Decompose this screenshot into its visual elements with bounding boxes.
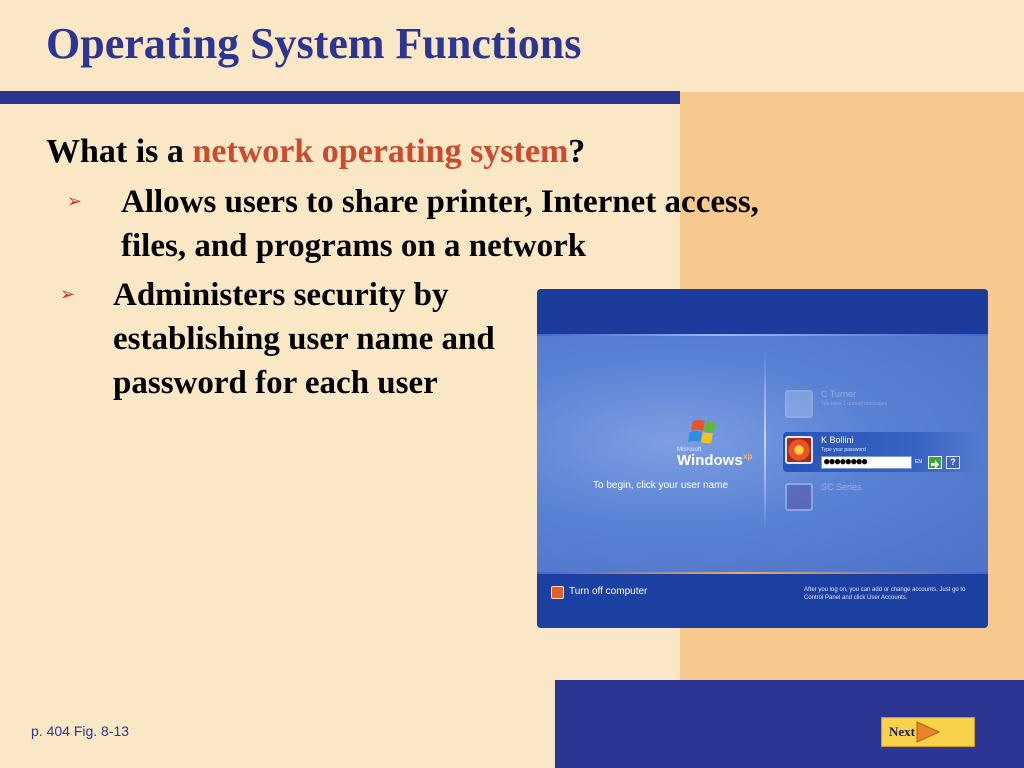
- user-tile-c-turner[interactable]: C Turner You have 1 unread messages: [783, 386, 983, 426]
- slide-title: Operating System Functions: [46, 19, 582, 68]
- xp-logo-text: xp: [743, 452, 753, 461]
- question-highlight: network operating system: [192, 133, 569, 170]
- screenshot-top-line: [537, 334, 988, 336]
- user-name: C Turner: [821, 389, 857, 399]
- bullet-security: ➢ Administers security by establishing u…: [60, 273, 513, 405]
- screenshot-divider: [764, 351, 766, 531]
- turn-off-label: Turn off computer: [569, 586, 648, 597]
- question-heading: What is a network operating system?: [46, 133, 585, 171]
- snowflake-avatar-icon: [785, 390, 813, 418]
- windows-logo-text: Windows: [677, 452, 743, 469]
- microsoft-label: Microsoft: [677, 447, 702, 453]
- password-hint-button[interactable]: ?: [946, 456, 960, 469]
- next-button[interactable]: Next: [881, 717, 975, 747]
- user-name: SC Series: [821, 482, 862, 492]
- title-underline-bar: [0, 91, 680, 104]
- windows-login-screenshot: Microsoft Windows xp To begin, click you…: [537, 289, 988, 628]
- question-suffix: ?: [568, 133, 586, 170]
- play-arrow-icon: [916, 721, 940, 743]
- arrow-bullet-icon: ➢: [67, 191, 83, 212]
- windows-flag-icon: [688, 420, 716, 444]
- screenshot-bottom-bar: [537, 574, 988, 628]
- question-prefix: What is a: [46, 133, 193, 170]
- language-indicator: EN: [915, 459, 922, 465]
- screenshot-bottom-line: [537, 572, 988, 574]
- begin-instruction: To begin, click your user name: [593, 480, 729, 491]
- user-tile-sc-series[interactable]: SC Series: [783, 479, 983, 519]
- user-accounts-info: After you log on, you can add or change …: [804, 587, 966, 601]
- flower-avatar-icon: [785, 436, 813, 464]
- password-field[interactable]: ●●●●●●●●: [821, 456, 912, 469]
- chess-avatar-icon: [785, 483, 813, 511]
- figure-caption: p. 404 Fig. 8-13: [31, 723, 130, 739]
- right-arrow-icon: [931, 460, 939, 469]
- bullet-text: Administers security by establishing use…: [113, 277, 495, 401]
- user-name: K Bollini: [821, 435, 854, 445]
- next-label: Next: [889, 724, 915, 739]
- log-on-arrow-button[interactable]: [928, 456, 942, 469]
- arrow-bullet-icon: ➢: [60, 284, 76, 305]
- user-tile-k-bollini[interactable]: K Bollini Type your password ●●●●●●●● EN…: [783, 432, 983, 472]
- bullet-text: Allows users to share printer, Internet …: [121, 184, 759, 264]
- bullet-share: ➢ Allows users to share printer, Interne…: [67, 180, 781, 268]
- screenshot-top-bar: [537, 289, 988, 335]
- power-icon: [551, 586, 564, 599]
- user-subtitle: Type your password: [821, 447, 866, 453]
- user-subtitle: You have 1 unread messages: [821, 401, 887, 407]
